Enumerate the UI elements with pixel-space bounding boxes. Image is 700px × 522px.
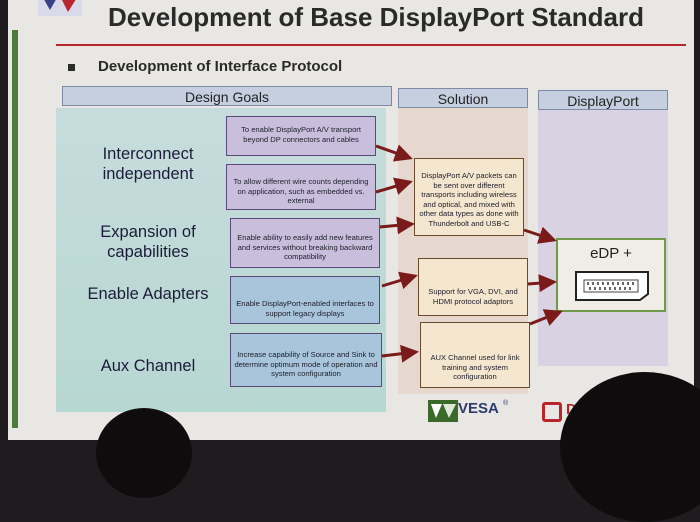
goal-box-wire-counts: To allow different wire counts depending… [226,164,376,210]
slide-title: Development of Base DisplayPort Standard [108,2,645,32]
goal-box-adapters: Enable DisplayPort-enabled interfaces to… [230,276,380,324]
goal-box-aux: Increase capability of Source and Sink t… [230,333,382,387]
displayport-connector-icon [575,271,649,301]
displayport-logo-icon [542,402,562,422]
goal-box-expansion: Enable ability to easily add new feature… [230,218,380,268]
presentation-slide: Development of Base DisplayPort Standard… [8,0,694,440]
design-goals-header: Design Goals [62,86,392,106]
bullet-icon [68,64,75,71]
slide-subtitle: Development of Interface Protocol [98,58,343,75]
audience-head-left [96,408,192,498]
displayport-column [538,108,668,366]
solution-box-transports: DisplayPort A/V packets can be sent over… [414,158,524,236]
vesa-logo-icon [38,0,82,16]
vesa-registered-mark: ® [503,400,509,407]
goal-label-expansion: Expansion of capabilities [100,223,196,261]
edp-box: eDP + [556,238,666,312]
solution-box-adaptors: Support for VGA, DVI, and HDMI protocol … [418,258,528,316]
solution-header: Solution [398,88,528,108]
goal-label-adapters: Enable Adapters [87,285,209,303]
displayport-header: DisplayPort [538,90,668,110]
vesa-footer-logo-icon [428,400,458,422]
goal-label-interconnect: Interconnect independent [102,145,194,183]
title-divider [56,44,686,46]
vesa-footer-text: VESA [458,400,499,417]
goal-box-transport: To enable DisplayPort A/V transport beyo… [226,116,376,156]
solution-box-aux: AUX Channel used for link training and s… [420,322,530,388]
goal-label-aux: Aux Channel [100,357,196,375]
side-accent-bar [12,30,18,428]
edp-label: eDP + [590,245,632,262]
